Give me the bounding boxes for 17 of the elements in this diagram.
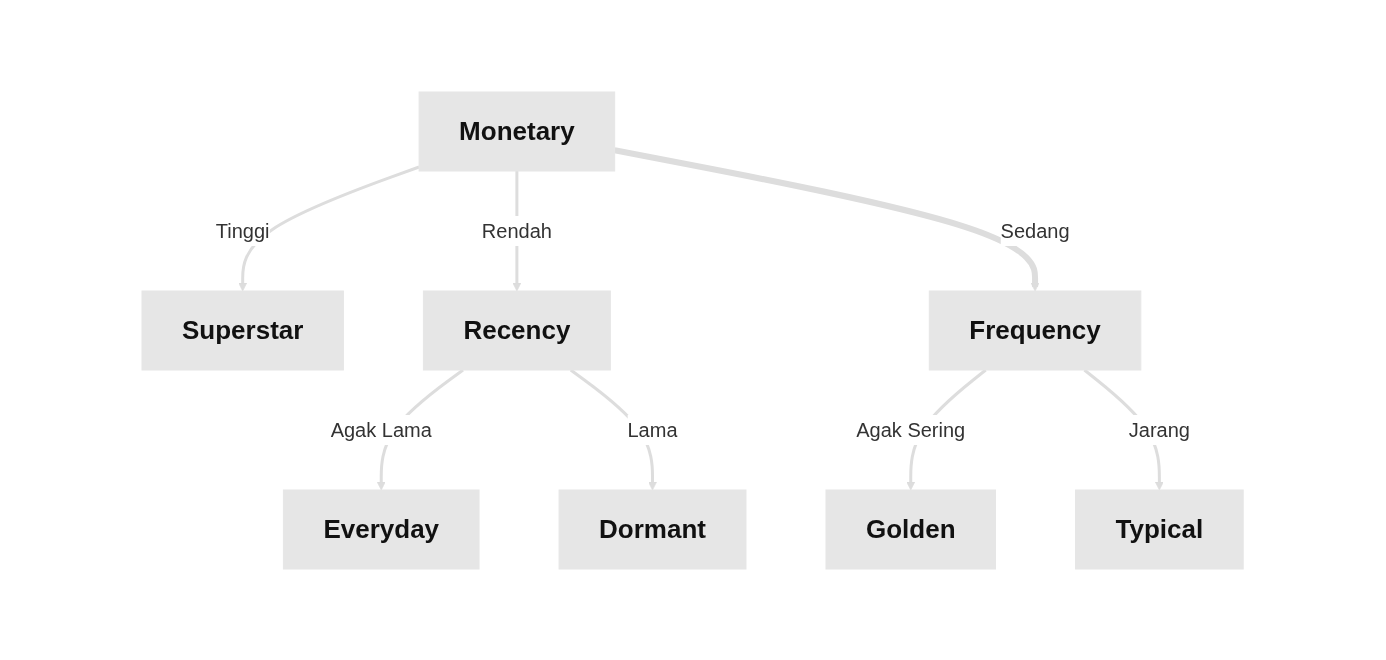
- edge-label: Sedang: [1000, 219, 1070, 242]
- arrow: [238, 165, 420, 291]
- edge-label: Lama: [627, 418, 678, 441]
- arrow: [614, 146, 1040, 291]
- node-box: Golden: [825, 489, 997, 569]
- node-box: Recency: [423, 290, 612, 370]
- node-box: Everyday: [283, 489, 480, 569]
- node-box: Superstar: [141, 290, 345, 370]
- edge-label: Agak Sering: [856, 418, 966, 441]
- node-box: Dormant: [558, 489, 747, 569]
- edge-label: Agak Lama: [331, 418, 433, 441]
- node-box: Frequency: [929, 290, 1142, 370]
- node-box: Monetary: [419, 91, 616, 171]
- edge-label: Rendah: [482, 219, 553, 242]
- edge-label: Tinggi: [216, 219, 270, 242]
- edge-label: Jarang: [1129, 418, 1191, 441]
- node-box: Typical: [1075, 489, 1245, 569]
